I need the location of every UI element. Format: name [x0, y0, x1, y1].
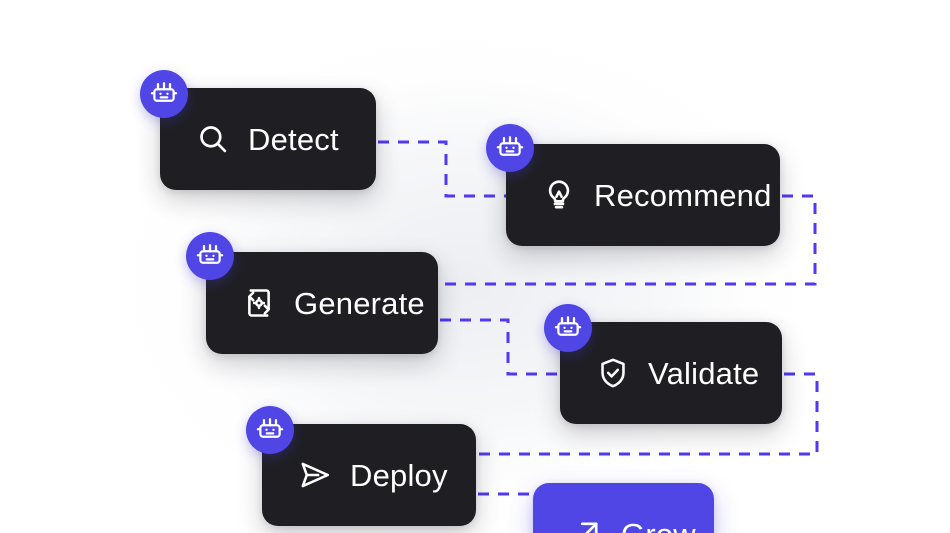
bot-badge-generate[interactable] — [186, 232, 234, 280]
document-refresh-icon — [242, 286, 276, 320]
card-content: Detect — [160, 122, 339, 156]
robot-bot-icon — [554, 316, 582, 336]
lightbulb-icon — [542, 178, 576, 212]
bot-badge-detect[interactable] — [140, 70, 188, 118]
robot-bot-icon — [496, 136, 524, 156]
stage-label-generate: Generate — [294, 285, 425, 321]
card-content: Generate — [206, 286, 425, 320]
robot-bot-icon — [150, 82, 178, 102]
stage-label-detect: Detect — [248, 121, 339, 157]
bot-badge-recommend[interactable] — [486, 124, 534, 172]
connector-generate-to-validate — [440, 318, 560, 376]
shield-check-icon — [596, 356, 630, 390]
search-icon — [196, 122, 230, 156]
stage-card-deploy[interactable]: Deploy — [262, 424, 476, 526]
stage-card-recommend[interactable]: Recommend — [506, 144, 780, 246]
bot-badge-validate[interactable] — [544, 304, 592, 352]
stage-card-generate[interactable]: Generate — [206, 252, 438, 354]
arrow-up-right-icon — [569, 517, 603, 533]
card-content: Deploy — [262, 458, 448, 492]
card-content: Validate — [560, 356, 759, 390]
card-content: Grow — [533, 517, 696, 533]
stage-label-deploy: Deploy — [350, 457, 448, 493]
send-paper-plane-icon — [298, 458, 332, 492]
stage-card-validate[interactable]: Validate — [560, 322, 782, 424]
robot-bot-icon — [196, 244, 224, 264]
card-content: Recommend — [506, 178, 772, 212]
stage-card-grow[interactable]: Grow — [533, 483, 714, 533]
stage-label-recommend: Recommend — [594, 177, 772, 213]
robot-bot-icon — [256, 418, 284, 438]
stage-card-detect[interactable]: Detect — [160, 88, 376, 190]
bot-badge-deploy[interactable] — [246, 406, 294, 454]
stage-label-grow: Grow — [621, 519, 696, 533]
stage-label-validate: Validate — [648, 355, 760, 391]
